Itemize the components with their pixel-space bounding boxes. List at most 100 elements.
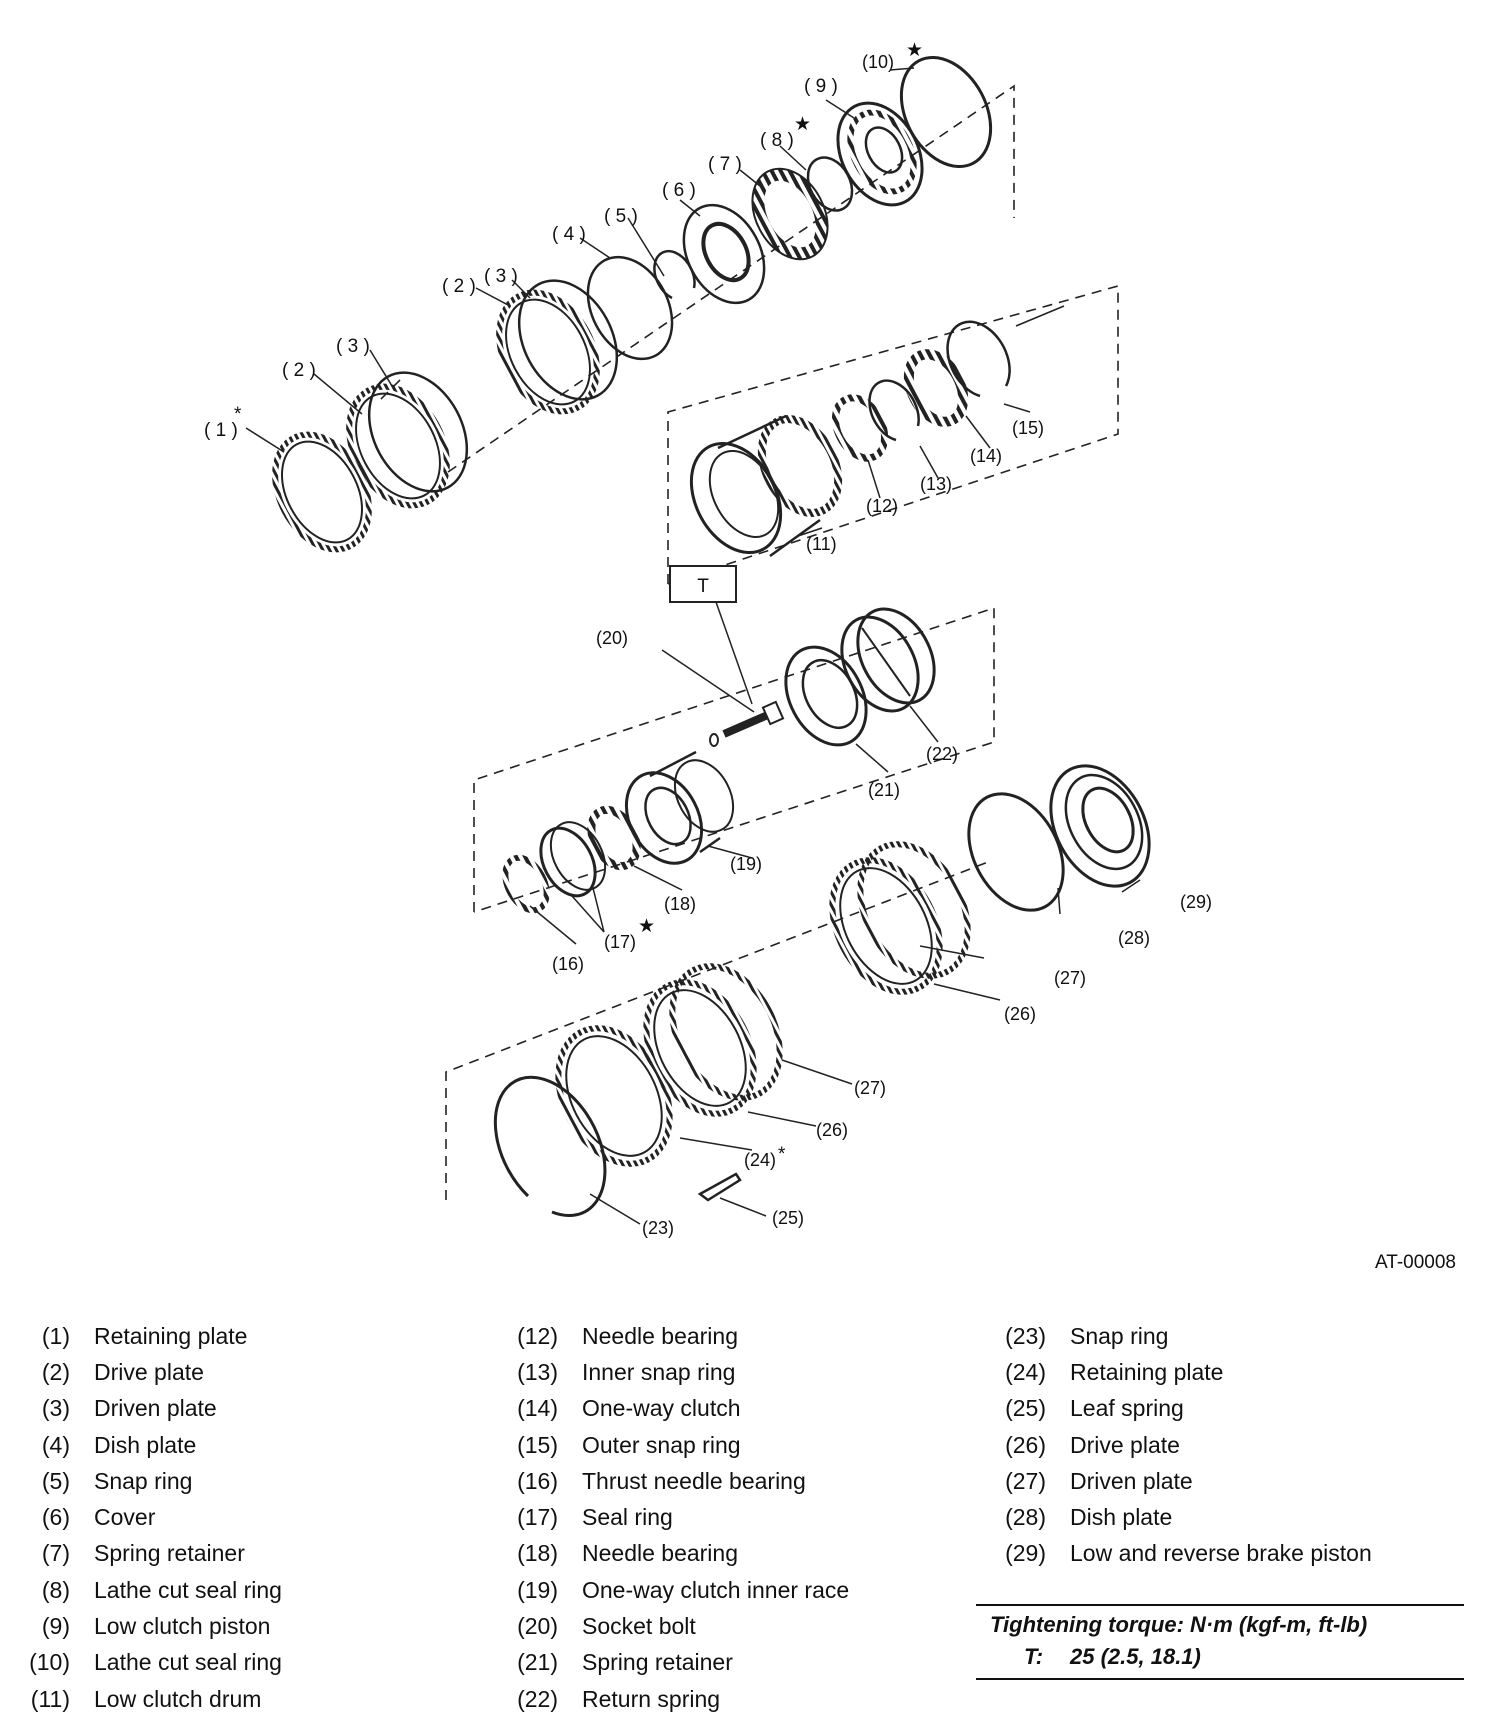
legend-item-label: Snap ring	[1070, 1322, 1169, 1349]
star-mark-17: ★	[638, 916, 655, 937]
callout: (15)	[1012, 418, 1044, 438]
legend-item-number: (15)	[517, 1431, 558, 1458]
part-26-27-plates-lower	[643, 963, 783, 1117]
part-6-cover	[682, 203, 766, 305]
callout: (27)	[1054, 968, 1086, 988]
asterisk-mark-1: *	[234, 404, 242, 425]
callout: ( 2 )	[442, 276, 476, 297]
callout: (20)	[596, 628, 628, 648]
callout: (29)	[1180, 892, 1212, 912]
exploded-view-diagram: T	[204, 40, 1456, 1273]
callout: (18)	[664, 894, 696, 914]
star-mark-10: ★	[906, 40, 923, 61]
legend-item-label: One-way clutch	[582, 1395, 741, 1422]
legend-item-number: (7)	[41, 1540, 70, 1567]
legend-item-number: (20)	[517, 1613, 558, 1640]
legend-item-number: (1)	[41, 1322, 70, 1349]
callout: ( 9 )	[804, 76, 838, 97]
callout: (26)	[1004, 1004, 1036, 1024]
part-16-thrust-needle-bearing	[502, 854, 550, 914]
part-24-retaining-plate	[555, 1025, 673, 1167]
part-17-seal-ring	[539, 821, 607, 898]
legend-item-number: (21)	[517, 1649, 558, 1676]
leader-lines	[245, 67, 1141, 1225]
legend-item: (3)Driven plate	[16, 1391, 282, 1427]
legend-item: (13)Inner snap ring	[504, 1354, 849, 1390]
callout: (12)	[866, 496, 898, 516]
legend-item-number: (11)	[30, 1685, 70, 1712]
torque-box: T	[669, 565, 753, 705]
legend-item: (26)Drive plate	[992, 1427, 1372, 1463]
part-1-retaining-plate	[272, 431, 372, 553]
part-15-outer-snap-ring	[946, 320, 1011, 398]
legend-item-number: (9)	[41, 1613, 70, 1640]
legend-item: (1)Retaining plate	[16, 1318, 282, 1354]
legend-item-label: Return spring	[582, 1685, 721, 1712]
callout: (16)	[552, 954, 584, 974]
legend-item-label: One-way clutch inner race	[582, 1576, 850, 1603]
callout: (28)	[1118, 928, 1150, 948]
callout: ( 8 )	[760, 130, 794, 151]
part-8-lathe-cut-seal-ring	[806, 156, 854, 212]
callout: ( 7 )	[708, 154, 742, 175]
legend-item-number: (3)	[41, 1395, 70, 1422]
callout: (22)	[926, 744, 958, 764]
legend-item-number: (17)	[517, 1504, 558, 1531]
asterisk-mark-24: *	[778, 1144, 786, 1165]
legend-item-label: Spring retainer	[94, 1540, 245, 1567]
part-23-snap-ring	[493, 1075, 607, 1217]
legend-item-number: (16)	[517, 1467, 558, 1494]
part-26-27-plates-upper	[829, 841, 971, 995]
legend-item: (12)Needle bearing	[504, 1318, 849, 1354]
legend-item: (6)Cover	[16, 1499, 282, 1535]
legend-item-number: (5)	[41, 1467, 70, 1494]
part-2-3-plates-left	[346, 371, 469, 509]
legend-column-1: (1)Retaining plate(2)Drive plate(3)Drive…	[16, 1318, 282, 1717]
torque-spec: T:25 (2.5, 18.1)	[976, 1642, 1464, 1678]
legend-item-number: (10)	[29, 1649, 70, 1676]
callout: ( 3 )	[484, 266, 518, 287]
callout: (10)	[862, 52, 894, 72]
legend-item-label: Snap ring	[94, 1467, 193, 1494]
legend-item-number: (6)	[41, 1504, 70, 1531]
callout: (25)	[772, 1208, 804, 1228]
legend-item-number: (8)	[41, 1576, 70, 1603]
legend-item: (17) Seal ring	[504, 1499, 849, 1535]
callout: (27)	[854, 1078, 886, 1098]
legend-item-number: (24)	[1005, 1358, 1046, 1385]
part-29-low-reverse-brake-piston	[1049, 764, 1151, 888]
legend-item-label: Low and reverse brake piston	[1070, 1540, 1372, 1567]
legend-item-label: Lathe cut seal ring	[94, 1649, 282, 1676]
legend-item: (27)Driven plate	[992, 1463, 1372, 1499]
legend-item: (11) Low clutch drum	[16, 1681, 282, 1717]
legend-item: (10) Lathe cut seal ring	[16, 1645, 282, 1681]
callout: ( 1 )	[204, 420, 238, 441]
callout: (14)	[970, 446, 1002, 466]
legend-item: (21)Spring retainer	[504, 1645, 849, 1681]
legend-item-label: Lathe cut seal ring	[94, 1576, 282, 1603]
legend-item-label: Inner snap ring	[582, 1358, 736, 1385]
legend-item: (19) One-way clutch inner race	[504, 1572, 849, 1608]
legend-item-label: Low clutch drum	[94, 1685, 262, 1712]
legend-item: (15)Outer snap ring	[504, 1427, 849, 1463]
legend-item-label: Seal ring	[582, 1504, 673, 1531]
callout-labels: ( 1 ) ( 2 ) ( 3 ) ( 2 ) ( 3 ) ( 4 ) ( 5 …	[204, 52, 1212, 1238]
legend-item-number: (19)	[517, 1576, 558, 1603]
legend-item-number: (12)	[517, 1322, 558, 1349]
part-18-needle-bearing	[587, 805, 641, 871]
legend-item-label: Dish plate	[94, 1431, 197, 1458]
callout: ( 6 )	[662, 180, 696, 201]
legend-column-3: (23)Snap ring(24)Retaining plate(25)Leaf…	[992, 1318, 1372, 1572]
part-10-lathe-cut-seal-ring	[899, 55, 993, 169]
legend-item-number: (14)	[517, 1395, 558, 1422]
callout: ( 5 )	[604, 206, 638, 227]
legend-item-label: Drive plate	[94, 1358, 204, 1385]
part-2-3-plates-right	[496, 279, 619, 415]
legend-item-number: (29)	[1005, 1540, 1046, 1567]
torque-value: 25 (2.5, 18.1)	[1070, 1644, 1201, 1669]
legend-item-label: Dish plate	[1070, 1504, 1173, 1531]
torque-bottom-rule	[976, 1678, 1464, 1680]
legend-item: (22)Return spring	[504, 1681, 849, 1717]
callout: (26)	[816, 1120, 848, 1140]
legend-item: (25)Leaf spring	[992, 1391, 1372, 1427]
